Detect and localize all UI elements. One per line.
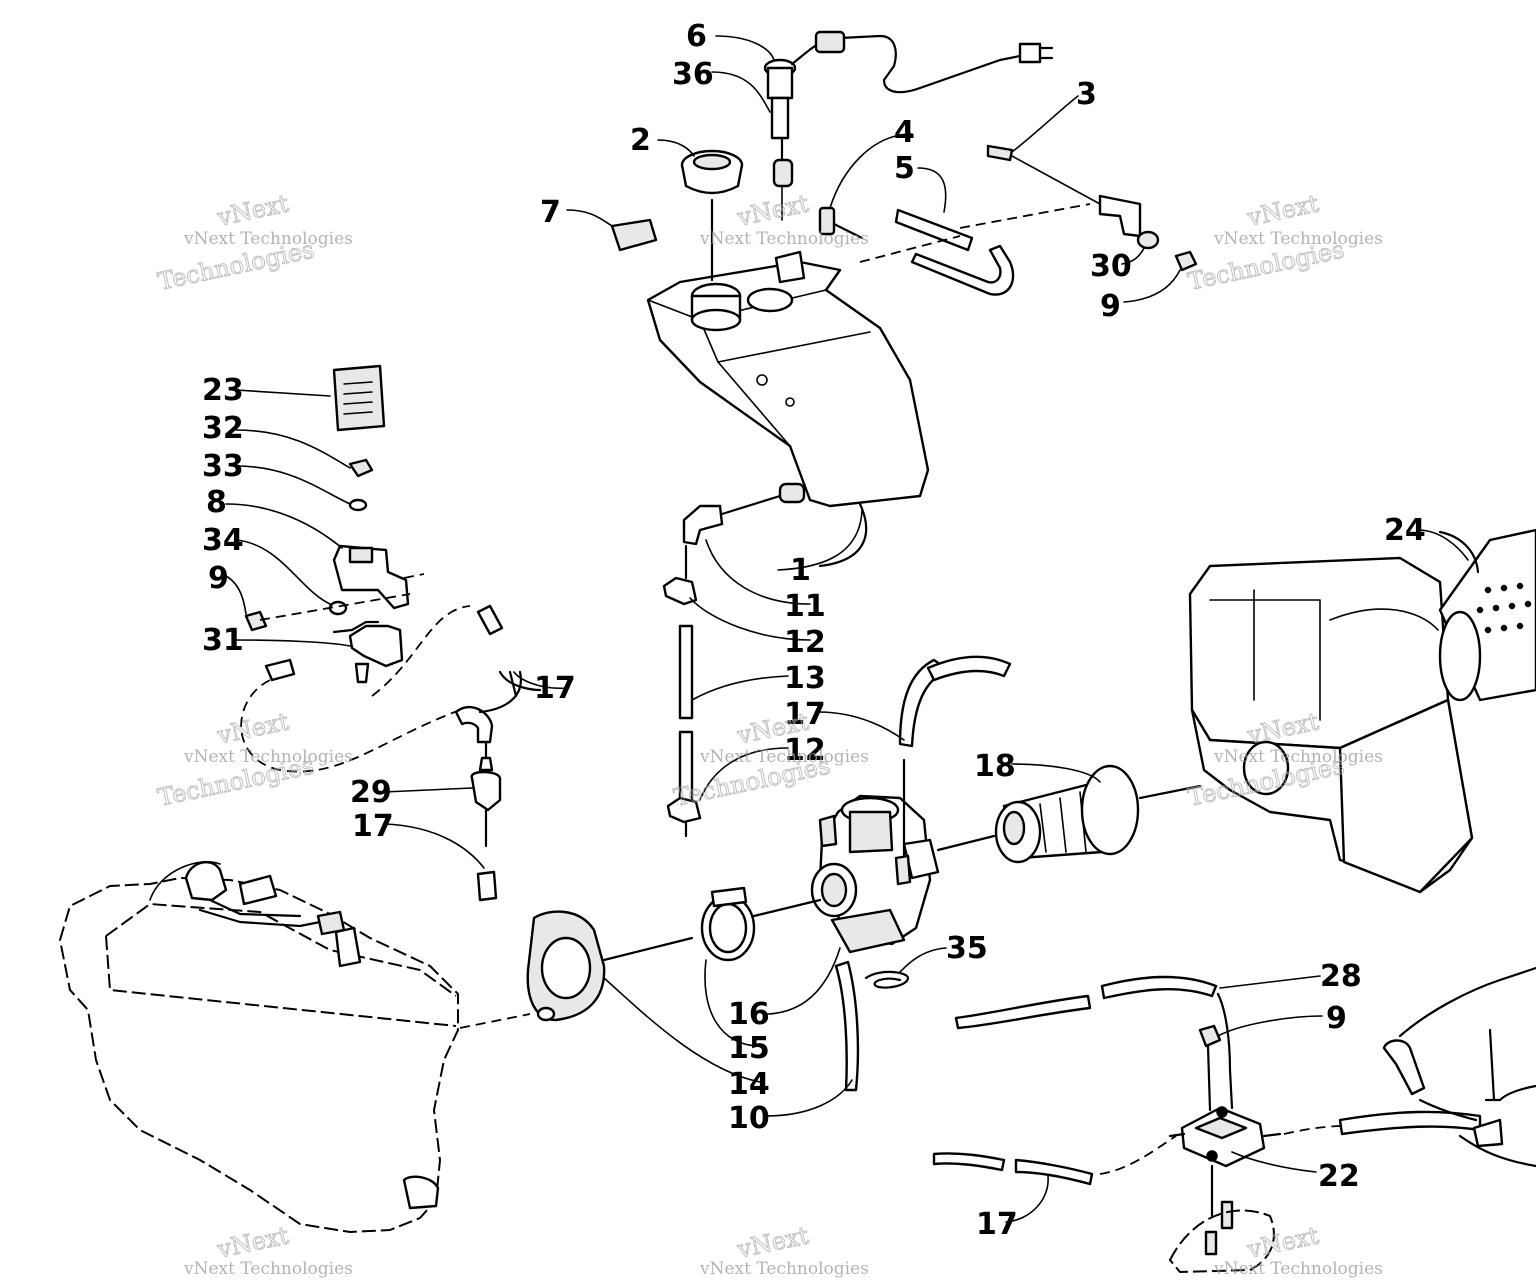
callout-8: 8 xyxy=(206,485,227,520)
callout-28: 28 xyxy=(1320,959,1362,994)
callout-36: 36 xyxy=(672,57,714,92)
callout-17-left: 17 xyxy=(534,671,576,706)
callout-31: 31 xyxy=(202,623,244,658)
svg-text:vNext Technologies: vNext Technologies xyxy=(1213,229,1383,249)
callout-32: 32 xyxy=(202,411,244,446)
svg-text:vNext: vNext xyxy=(214,707,292,750)
callout-34: 34 xyxy=(202,523,244,558)
callout-15: 15 xyxy=(728,1031,770,1066)
callout-17-lower-left: 17 xyxy=(352,809,394,844)
svg-text:vNext Technologies: vNext Technologies xyxy=(183,1259,353,1279)
tank-outlet xyxy=(662,494,868,838)
svg-text:vNext: vNext xyxy=(734,1221,812,1264)
svg-text:vNext: vNext xyxy=(214,189,292,232)
callout-14: 14 xyxy=(728,1067,770,1102)
svg-text:vNext Technologies: vNext Technologies xyxy=(1213,1259,1383,1279)
svg-text:vNext Technologies: vNext Technologies xyxy=(183,229,353,249)
fuel-cap xyxy=(680,149,744,195)
carburetor xyxy=(810,758,996,954)
callout-12-bottom: 12 xyxy=(784,733,826,768)
svg-text:vNext: vNext xyxy=(1244,1221,1322,1264)
callout-16: 16 xyxy=(728,997,770,1032)
callout-2: 2 xyxy=(630,123,651,158)
callout-9-top: 9 xyxy=(1100,289,1121,324)
callout-23: 23 xyxy=(202,373,244,408)
callout-1: 1 xyxy=(790,553,811,588)
svg-text:vNext: vNext xyxy=(214,1221,292,1264)
leader-lines xyxy=(225,35,1469,1223)
callout-9-left: 9 xyxy=(208,561,229,596)
resonator xyxy=(1438,528,1536,702)
shutoff-valve-assembly xyxy=(244,364,425,684)
fuel-hoses-left xyxy=(240,604,542,902)
callout-11: 11 xyxy=(784,589,826,624)
gauge-sender xyxy=(763,30,1054,188)
carb-hose-2 xyxy=(926,655,1012,682)
callout-5: 5 xyxy=(894,151,915,186)
carb-clamp xyxy=(700,886,822,962)
hairpin-clip xyxy=(864,970,910,989)
intake-flange xyxy=(526,910,694,1022)
svg-text:vNext Technologies: vNext Technologies xyxy=(699,1259,869,1279)
callout-10: 10 xyxy=(728,1101,770,1136)
callout-17-center: 17 xyxy=(784,697,826,732)
svg-text:vNext Technologies: vNext Technologies xyxy=(183,747,353,767)
air-silencer xyxy=(1188,556,1474,894)
callout-29: 29 xyxy=(350,775,392,810)
fuel-tank xyxy=(646,250,930,508)
engine-outline xyxy=(59,860,531,1233)
callout-6: 6 xyxy=(686,19,707,54)
right-edge-parts xyxy=(1382,966,1536,1168)
drain-hose xyxy=(834,960,860,1092)
svg-text:vNext: vNext xyxy=(1244,189,1322,232)
decal xyxy=(610,218,658,252)
pulse-hoses xyxy=(932,975,1482,1186)
svg-text:vNext Technologies: vNext Technologies xyxy=(699,229,869,249)
callout-33: 33 xyxy=(202,449,244,484)
callout-18: 18 xyxy=(974,749,1016,784)
svg-text:vNext Technologies: vNext Technologies xyxy=(699,747,869,767)
callout-3: 3 xyxy=(1076,77,1097,112)
callout-7: 7 xyxy=(540,195,561,230)
callout-numbers: 6 36 2 7 4 5 3 30 9 23 32 33 8 34 9 31 1… xyxy=(202,19,1426,1242)
callout-35: 35 xyxy=(946,931,988,966)
intake-boot xyxy=(994,764,1202,864)
tank-bracket xyxy=(859,144,1198,272)
callout-24: 24 xyxy=(1384,513,1426,548)
svg-text:vNext Technologies: vNext Technologies xyxy=(1213,747,1383,767)
callout-30: 30 xyxy=(1090,249,1132,284)
callout-17-bottom: 17 xyxy=(976,1207,1018,1242)
callout-12-top: 12 xyxy=(784,625,826,660)
svg-text:vNext: vNext xyxy=(734,189,812,232)
callout-13: 13 xyxy=(784,661,826,696)
callout-22: 22 xyxy=(1318,1159,1360,1194)
callout-9-pump: 9 xyxy=(1326,1001,1347,1036)
vent-fitting xyxy=(818,206,1015,296)
fuel-pump xyxy=(1168,1024,1282,1273)
callout-4: 4 xyxy=(894,115,915,150)
